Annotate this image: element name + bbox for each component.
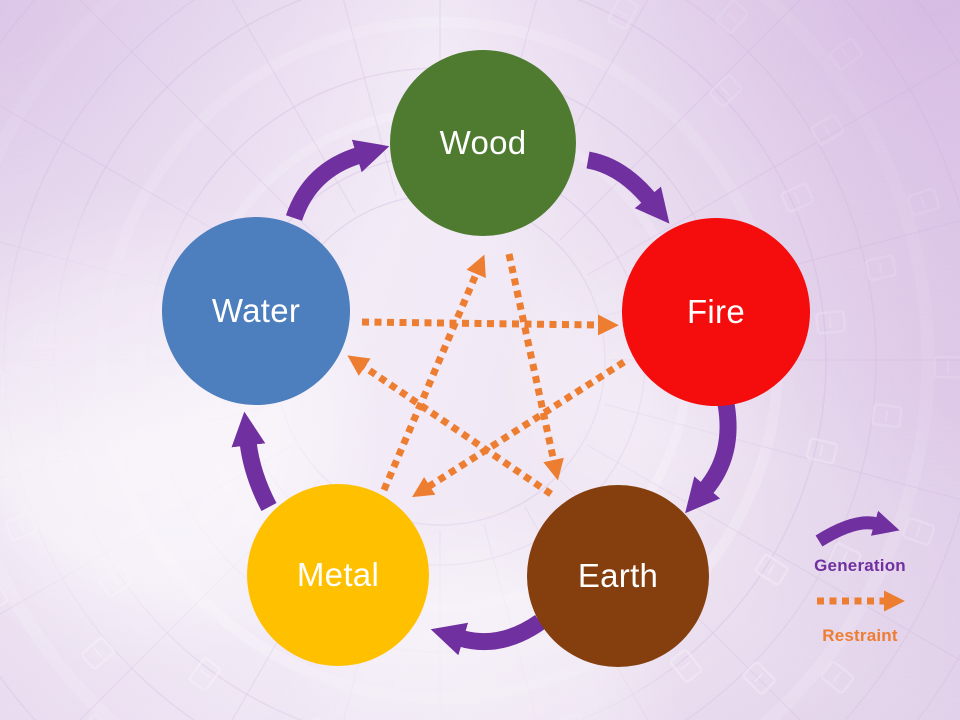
- restraint-arrow-earth-water: [347, 355, 553, 497]
- generation-arrow-metal-water: [231, 411, 277, 511]
- generation-arrow-fire-earth: [685, 402, 737, 514]
- node-metal: Metal: [247, 484, 429, 666]
- generation-arrow-icon: [815, 510, 900, 547]
- generation-label: Generation: [814, 556, 906, 575]
- restraint-arrow-wood-earth: [505, 253, 564, 481]
- generation-arrow-wood-fire: [586, 151, 670, 224]
- node-label-metal: Metal: [296, 556, 380, 593]
- restraint-label: Restraint: [822, 626, 898, 645]
- node-wood: Wood: [390, 50, 576, 236]
- node-label-earth: Earth: [577, 557, 659, 594]
- node-label-wood: Wood: [439, 124, 527, 161]
- restraint-arrow-icon: [817, 590, 905, 612]
- generation-arrow-water-wood: [285, 139, 390, 221]
- node-water: Water: [162, 217, 350, 405]
- restraint-arrow-metal-wood: [380, 254, 486, 492]
- node-earth: Earth: [527, 485, 709, 667]
- restraint-arrow-fire-metal: [412, 359, 626, 498]
- node-label-water: Water: [211, 292, 301, 329]
- legend: Generation Restraint: [800, 503, 930, 646]
- restraint-arrow-water-fire: [361, 314, 619, 336]
- generation-arrow-earth-metal: [430, 614, 545, 656]
- node-fire: Fire: [622, 218, 810, 406]
- node-label-fire: Fire: [686, 293, 746, 330]
